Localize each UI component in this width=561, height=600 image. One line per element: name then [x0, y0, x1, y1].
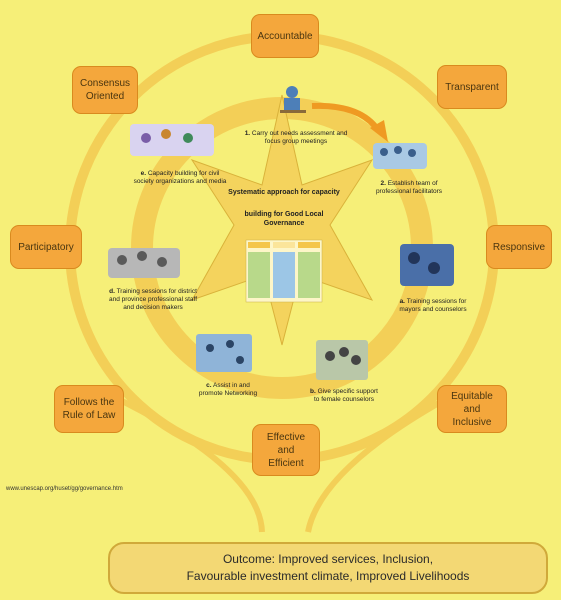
center-title-line1: Systematic approach for capacity: [228, 189, 340, 196]
needs-assessment-picture: [280, 86, 306, 113]
step-a-text: Training sessions for mayors and counsel…: [399, 298, 467, 313]
step-d-number: d.: [109, 288, 115, 295]
flow-arrow: [311, 102, 381, 132]
outcome-box: Outcome: Improved services, Inclusion, F…: [108, 542, 548, 594]
step-d-text: Training sessions for district and provi…: [108, 288, 198, 311]
center-table: [245, 239, 323, 303]
step-1: 1. Carry out needs assessment and focus …: [238, 122, 354, 146]
civil-society-picture: [130, 124, 214, 156]
center-star: [190, 94, 374, 346]
principle-rule-of-law: Follows the Rule of Law: [54, 385, 124, 433]
principle-consensus: Consensus Oriented: [72, 66, 138, 114]
outcome-line1: Outcome: Improved services, Inclusion,: [222, 552, 434, 566]
source-url: www.unescap.org/huset/gg/governance.htm: [6, 486, 123, 492]
step-c-text: Assist in and promote Networking: [198, 382, 258, 397]
district-training-picture: [108, 248, 180, 278]
principle-transparent: Transparent: [437, 65, 507, 109]
step-d: d. Training sessions for district and pr…: [88, 280, 218, 312]
step-2-text: Establish team of professional facilitat…: [375, 180, 443, 195]
principle-rule-of-law-label: Follows the Rule of Law: [62, 397, 116, 421]
step-c-number: c.: [206, 382, 212, 389]
principle-participatory: Participatory: [10, 225, 82, 269]
principle-accountable-label: Accountable: [257, 30, 313, 42]
principle-equitable-label: Equitable and Inclusive: [451, 390, 493, 428]
facilitators-picture: [373, 143, 427, 169]
step-b-text: Give specific support to female counselo…: [314, 388, 378, 403]
step-b: b. Give specific support to female couns…: [296, 380, 392, 404]
principle-transparent-label: Transparent: [445, 81, 499, 93]
principle-participatory-label: Participatory: [18, 241, 74, 253]
step-a-number: a.: [399, 298, 405, 305]
step-1-text: Carry out needs assessment and focus gro…: [251, 130, 348, 145]
funnel-right: [305, 397, 446, 533]
principle-responsive-label: Responsive: [492, 241, 546, 253]
step-c: c. Assist in and promote Networking: [188, 374, 268, 398]
step-e: e. Capacity building for civil society o…: [116, 162, 244, 186]
principle-accountable: Accountable: [251, 14, 319, 58]
center-title-line2: building for Good Local Governance: [244, 211, 324, 227]
mayors-training-picture: [400, 244, 454, 286]
principle-effective: Effective and Efficient: [252, 424, 320, 476]
outcome-line2: Favourable investment climate, Improved …: [186, 569, 470, 583]
funnel-left: [118, 397, 265, 533]
principle-effective-label: Effective and Efficient: [266, 431, 306, 469]
step-a: a. Training sessions for mayors and coun…: [388, 290, 478, 314]
step-1-number: 1.: [244, 130, 251, 137]
step-e-text: Capacity building for civil society orga…: [133, 170, 227, 185]
step-b-number: b.: [310, 388, 316, 395]
female-counselors-picture: [316, 340, 368, 380]
step-2: 2. Establish team of professional facili…: [364, 172, 454, 196]
principle-responsive: Responsive: [486, 225, 552, 269]
step-2-number: 2.: [380, 180, 386, 187]
step-e-number: e.: [140, 170, 147, 177]
principle-equitable: Equitable and Inclusive: [437, 385, 507, 433]
principle-consensus-label: Consensus Oriented: [79, 78, 131, 102]
networking-picture: [196, 334, 252, 372]
flow-arrow-head: [370, 120, 388, 142]
